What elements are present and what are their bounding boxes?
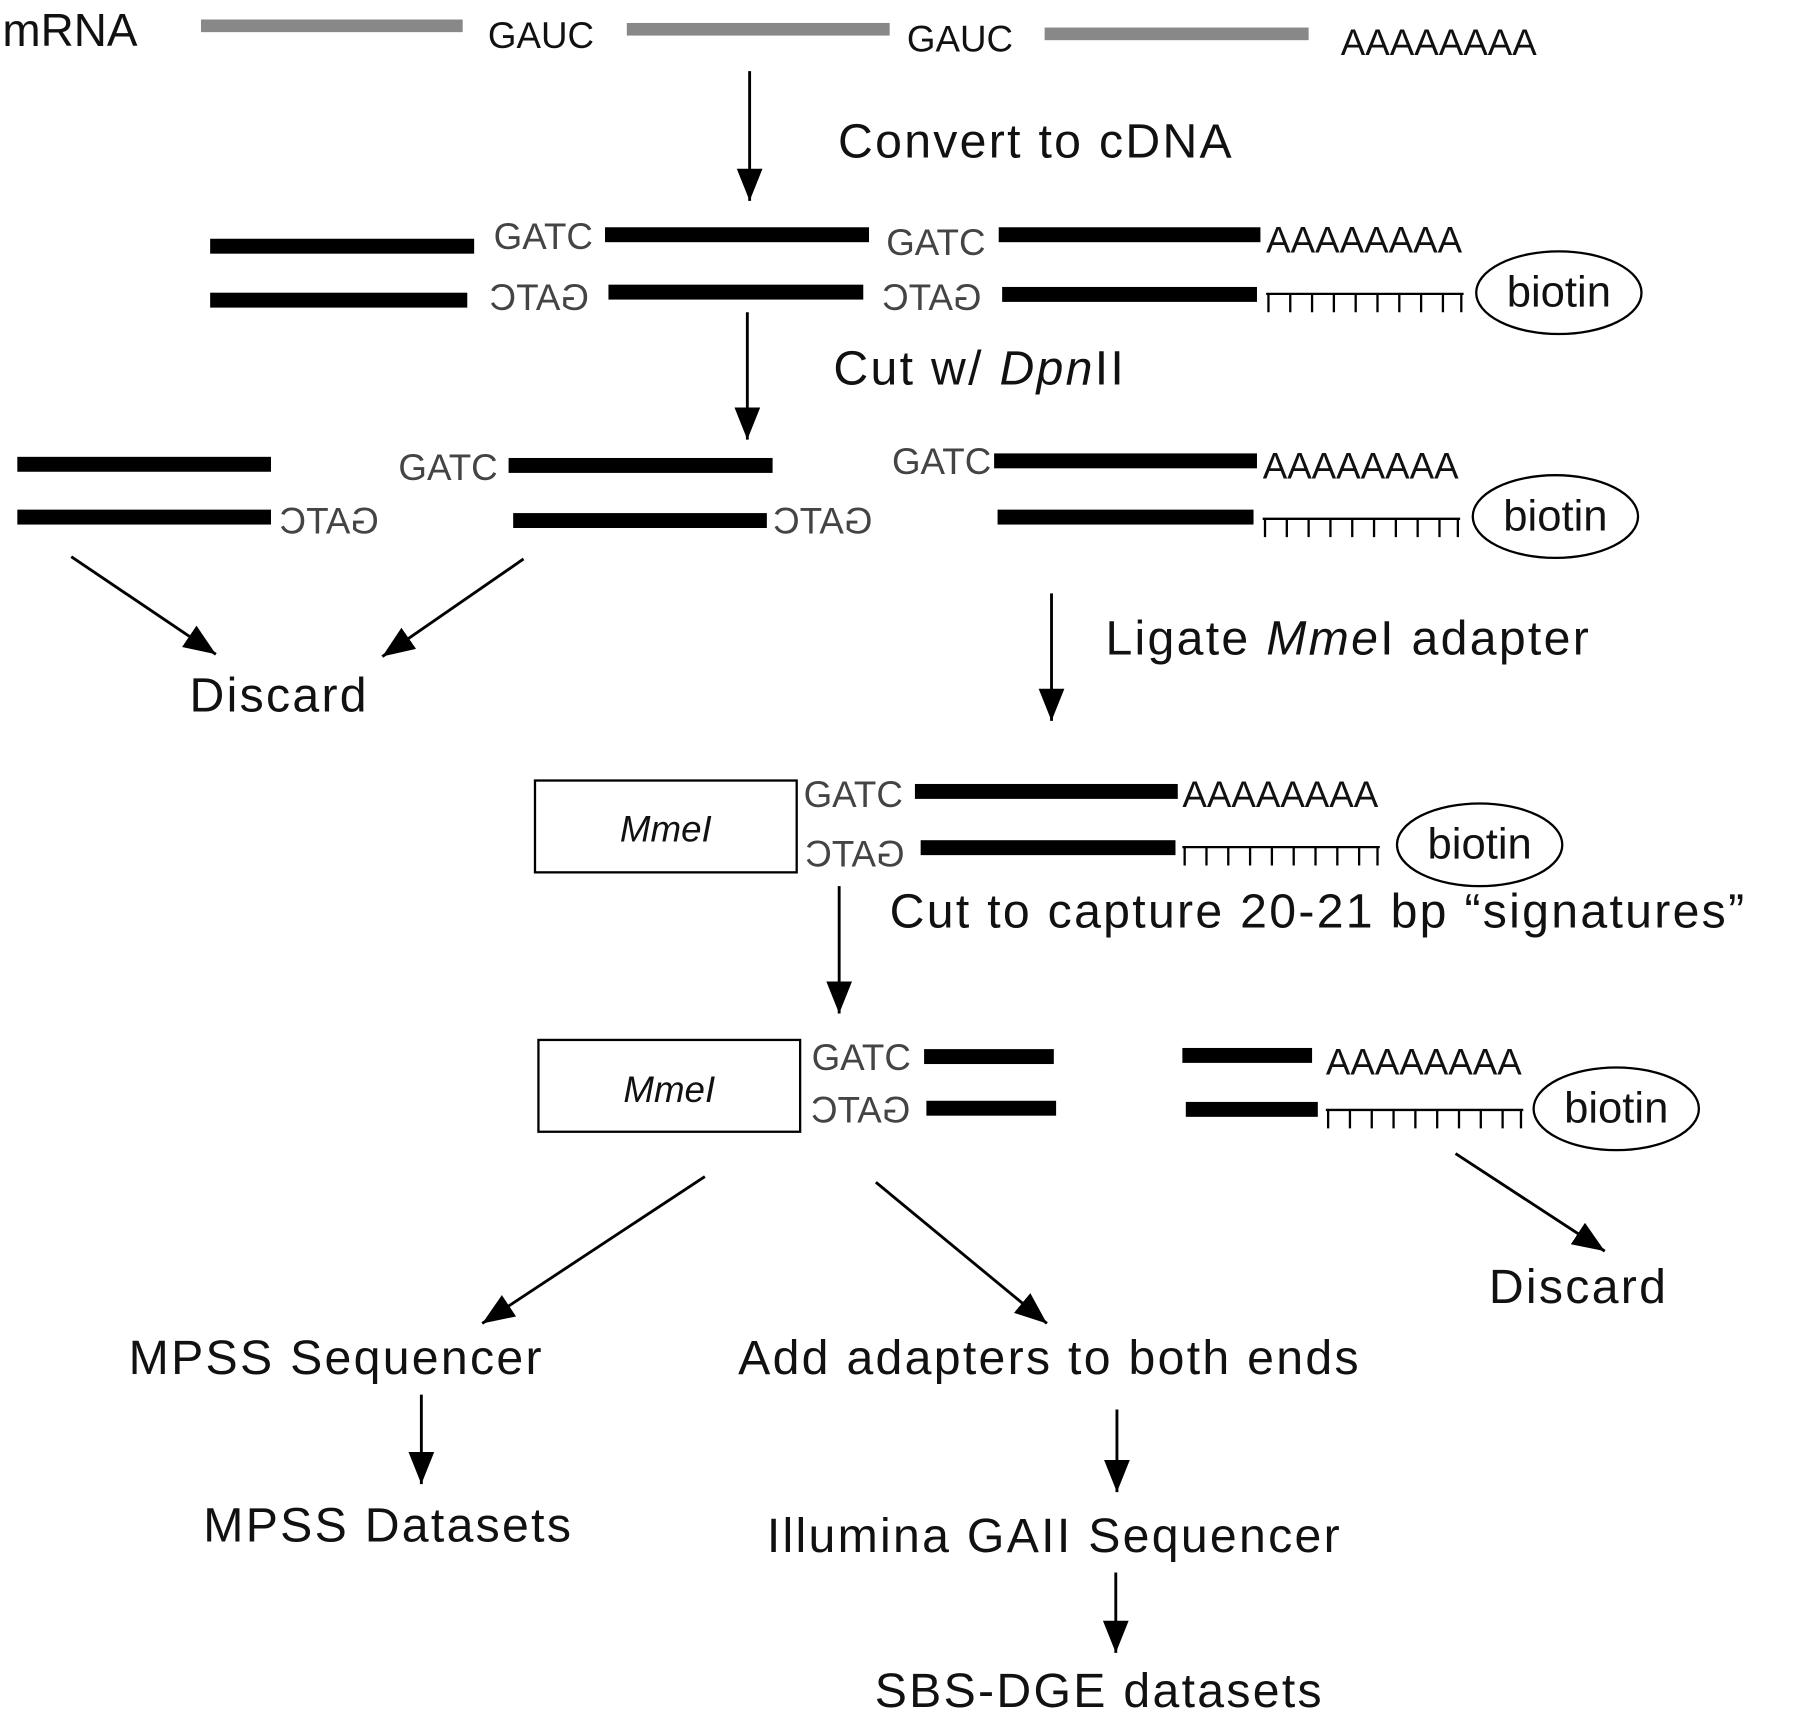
ligate-suffix: I adapter — [1380, 611, 1591, 665]
mmei-adapter-box — [533, 779, 798, 874]
dna-strand — [17, 456, 271, 472]
dna-strand — [210, 292, 468, 308]
signature-strand — [924, 1049, 1054, 1065]
dna-strand — [605, 227, 870, 243]
poly-a-tail: AAAAAAAA — [1341, 22, 1537, 63]
dna-strand — [608, 284, 864, 300]
gatc-site: GATC — [804, 774, 903, 815]
mmei-adapter-label: MmeI — [620, 808, 712, 849]
gatc-site-mirrored: GATC — [490, 277, 589, 318]
gauc-site: GAUC — [907, 19, 1013, 60]
biotin-label: biotin — [1503, 492, 1607, 540]
dna-strand — [17, 509, 271, 525]
dna-strand — [1002, 286, 1257, 302]
ligate-enzyme: Mme — [1266, 611, 1380, 665]
biotin-ellipse — [1471, 474, 1640, 559]
mrna-label: mRNA — [2, 4, 138, 56]
mmei-adapter-label: MmeI — [623, 1069, 715, 1110]
dna-strand — [1182, 1047, 1313, 1063]
mpss-sequencer-label: MPSS Sequencer — [129, 1331, 544, 1385]
biotin-label: biotin — [1507, 268, 1611, 316]
gatc-site: GATC — [812, 1037, 911, 1078]
mrna-strand — [626, 22, 890, 36]
biotin-ellipse — [1395, 802, 1564, 888]
step-cut-dpnii: Cut w/ DpnII — [833, 342, 1126, 396]
dna-strand — [914, 783, 1178, 799]
arrow-to-adapters — [874, 1181, 1048, 1325]
discard-label: Discard — [189, 669, 368, 723]
mmei-adapter-box — [537, 1038, 802, 1133]
dna-strand — [994, 453, 1257, 469]
step-capture-signatures: Cut to capture 20-21 bp “signatures” — [890, 884, 1747, 938]
gatc-site-mirrored: GATC — [773, 501, 872, 542]
arrow-to-mpss — [481, 1175, 706, 1325]
poly-a-tail: AAAAAAAA — [1326, 1041, 1522, 1082]
gatc-site: GATC — [886, 222, 985, 263]
mrna-strand — [1044, 27, 1309, 41]
gatc-site: GATC — [892, 441, 991, 482]
poly-t-strand — [1261, 517, 1462, 539]
gauc-site: GAUC — [488, 15, 594, 56]
dna-strand — [513, 513, 767, 528]
gatc-site-mirrored: GATC — [811, 1090, 910, 1131]
gatc-site-mirrored: GATC — [805, 834, 904, 875]
arrow-to-discard — [1454, 1152, 1606, 1253]
gatc-site-mirrored: GATC — [280, 501, 379, 542]
dna-strand — [210, 238, 475, 254]
dna-strand — [998, 227, 1261, 243]
biotin-ellipse — [1475, 250, 1643, 336]
gatc-site: GATC — [494, 216, 593, 257]
mpss-datasets-label: MPSS Datasets — [203, 1499, 573, 1553]
cut-enzyme: Dpn — [999, 342, 1094, 396]
poly-t-strand — [1324, 1108, 1525, 1130]
arrow-to-discard — [381, 557, 525, 658]
signature-strand — [926, 1100, 1057, 1116]
poly-a-tail: AAAAAAAA — [1263, 446, 1459, 487]
poly-t-strand — [1265, 292, 1465, 314]
poly-a-tail: AAAAAAAA — [1266, 220, 1462, 261]
step-ligate-adapter: Ligate MmeI adapter — [1105, 611, 1591, 665]
dna-strand — [920, 840, 1176, 856]
dna-strand — [997, 509, 1254, 525]
gatc-site-mirrored: GATC — [882, 277, 981, 318]
cut-suffix: II — [1095, 342, 1126, 396]
ligate-prefix: Ligate — [1105, 611, 1266, 665]
step-convert-cdna: Convert to cDNA — [838, 114, 1234, 168]
poly-a-tail: AAAAAAAA — [1182, 774, 1378, 815]
illumina-sequencer-label: Illumina GAII Sequencer — [767, 1509, 1342, 1563]
cut-prefix: Cut w/ — [833, 342, 999, 396]
discard-label: Discard — [1489, 1260, 1668, 1314]
poly-t-strand — [1181, 845, 1381, 867]
biotin-label: biotin — [1428, 821, 1532, 869]
biotin-label: biotin — [1564, 1085, 1668, 1133]
mrna-strand — [200, 19, 463, 33]
dna-strand — [1185, 1101, 1318, 1117]
sbs-dge-datasets-label: SBS-DGE datasets — [875, 1664, 1324, 1716]
biotin-ellipse — [1532, 1066, 1701, 1152]
arrow-to-discard — [70, 555, 217, 656]
add-adapters-label: Add adapters to both ends — [738, 1331, 1361, 1385]
dna-strand — [508, 457, 773, 473]
gatc-site: GATC — [398, 447, 497, 488]
